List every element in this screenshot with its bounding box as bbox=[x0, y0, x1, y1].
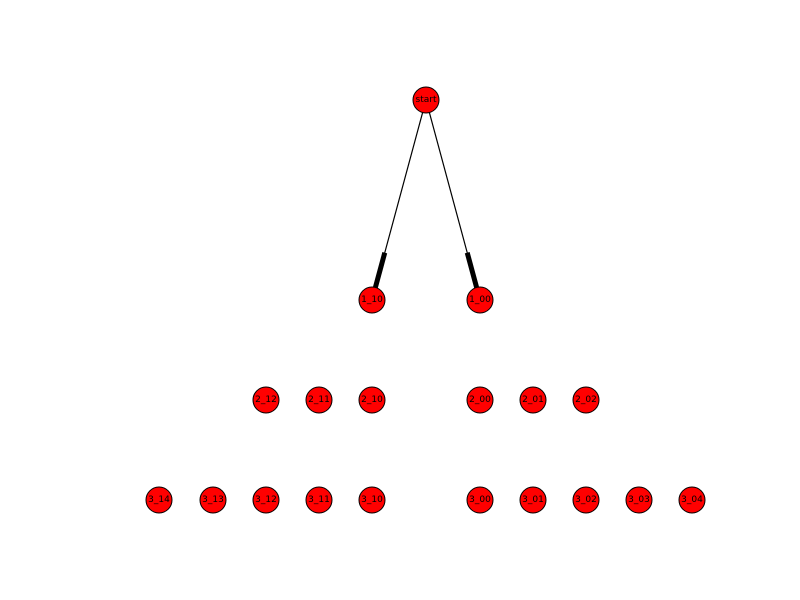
node-label: 2_02 bbox=[575, 395, 597, 405]
node-2_12: 2_12 bbox=[252, 386, 280, 414]
node-2_02: 2_02 bbox=[572, 386, 600, 414]
node-circle bbox=[145, 486, 173, 514]
node-label: start bbox=[416, 95, 437, 105]
edge-arrowhead bbox=[464, 252, 480, 289]
node-circle bbox=[519, 386, 547, 414]
node-circle bbox=[519, 486, 547, 514]
node-circle bbox=[305, 386, 333, 414]
node-label: 2_00 bbox=[469, 395, 491, 405]
node-circle bbox=[252, 486, 280, 514]
node-label: 3_14 bbox=[148, 495, 170, 505]
edge-start-1_00 bbox=[428, 112, 480, 289]
node-3_12: 3_12 bbox=[252, 486, 280, 514]
node-2_11: 2_11 bbox=[305, 386, 333, 414]
node-3_04: 3_04 bbox=[678, 486, 706, 514]
node-circle bbox=[572, 486, 600, 514]
node-3_13: 3_13 bbox=[199, 486, 227, 514]
node-2_01: 2_01 bbox=[519, 386, 547, 414]
node-label: 3_00 bbox=[469, 495, 491, 505]
node-label: 1_00 bbox=[469, 295, 491, 305]
edge-start-1_10 bbox=[372, 112, 424, 289]
node-3_01: 3_01 bbox=[519, 486, 547, 514]
node-label: 3_03 bbox=[628, 495, 650, 505]
node-circle bbox=[466, 486, 494, 514]
node-circle bbox=[252, 386, 280, 414]
nodes-layer: start 1_10 1_00 2_12 2_11 2_10 2_00 2_01 2_02 3_1… bbox=[145, 86, 706, 514]
node-circle bbox=[625, 486, 653, 514]
node-3_14: 3_14 bbox=[145, 486, 173, 514]
node-label: 3_11 bbox=[308, 495, 330, 505]
edges-layer bbox=[372, 112, 480, 289]
node-circle bbox=[358, 286, 386, 314]
node-3_00: 3_00 bbox=[466, 486, 494, 514]
node-circle bbox=[412, 86, 440, 114]
node-label: 3_12 bbox=[255, 495, 277, 505]
node-label: 3_13 bbox=[202, 495, 224, 505]
node-circle bbox=[358, 486, 386, 514]
node-start: start bbox=[412, 86, 440, 114]
node-label: 3_04 bbox=[681, 495, 703, 505]
node-circle bbox=[199, 486, 227, 514]
node-1_00: 1_00 bbox=[466, 286, 494, 314]
node-circle bbox=[358, 386, 386, 414]
node-label: 2_10 bbox=[361, 395, 383, 405]
node-label: 3_10 bbox=[361, 495, 383, 505]
node-circle bbox=[466, 386, 494, 414]
node-circle bbox=[678, 486, 706, 514]
node-3_03: 3_03 bbox=[625, 486, 653, 514]
node-label: 1_10 bbox=[361, 295, 383, 305]
node-label: 3_01 bbox=[522, 495, 544, 505]
node-label: 2_12 bbox=[255, 395, 277, 405]
node-3_11: 3_11 bbox=[305, 486, 333, 514]
node-label: 3_02 bbox=[575, 495, 597, 505]
node-label: 2_01 bbox=[522, 395, 544, 405]
node-3_02: 3_02 bbox=[572, 486, 600, 514]
node-2_10: 2_10 bbox=[358, 386, 386, 414]
node-1_10: 1_10 bbox=[358, 286, 386, 314]
edge-arrowhead bbox=[372, 252, 388, 289]
node-circle bbox=[572, 386, 600, 414]
node-3_10: 3_10 bbox=[358, 486, 386, 514]
node-2_00: 2_00 bbox=[466, 386, 494, 414]
node-label: 2_11 bbox=[308, 395, 330, 405]
node-circle bbox=[466, 286, 494, 314]
node-circle bbox=[305, 486, 333, 514]
